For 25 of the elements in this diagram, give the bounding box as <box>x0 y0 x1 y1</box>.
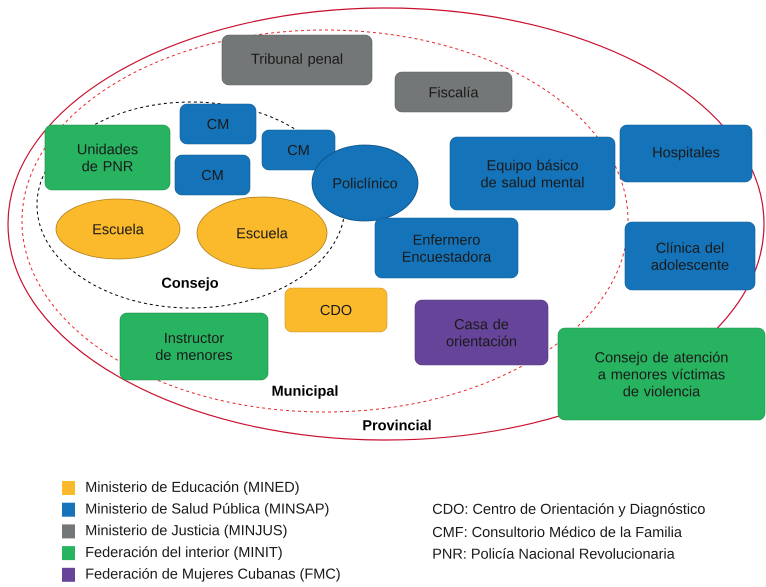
rounded-box: Casa de orientación <box>414 300 548 366</box>
abbreviation-note: CDO: Centro de Orientación y Diagnóstico <box>432 503 705 517</box>
oval-node: Policlínico <box>312 144 418 222</box>
rounded-box: CM <box>262 130 336 170</box>
legend-text: Federación de Mujeres Cubanas (FMC) <box>86 568 340 582</box>
abbreviation-note: CMF: Consultorio Médico de la Familia <box>432 526 682 538</box>
abbreviation-note: PNR: Policía Nacional Revolucionaria <box>433 548 675 559</box>
rounded-box: Unidades de PNR <box>44 124 170 190</box>
oval-node: Escuela <box>56 198 180 260</box>
rounded-box: Clínica del adolescente <box>624 222 756 290</box>
legend-text: Federación del interior (MINIT) <box>86 546 282 560</box>
rounded-box: CM <box>180 104 256 144</box>
legend-text: Ministerio de Salud Pública (MINSAP) <box>86 502 328 517</box>
rounded-box: Tribunal penal <box>222 34 372 86</box>
rounded-box: CDO <box>284 288 388 332</box>
rounded-box: Consejo de atención a menores víctimas de violencia <box>558 328 766 420</box>
rounded-box: Fiscalía <box>394 72 512 112</box>
rounded-box: Enfermero Encuestadora <box>374 218 518 278</box>
rounded-box: Instructor de menores <box>120 312 268 380</box>
rounded-box: Equipo básico de salud mental <box>450 136 616 210</box>
rounded-box: CM <box>174 154 250 196</box>
rounded-box: Hospitales <box>620 124 752 182</box>
legend-text: Ministerio de Educación (MINED) <box>86 481 299 495</box>
oval-node: Escuela <box>196 196 328 270</box>
legend-text: Ministerio de Justicia (MINJUS) <box>86 524 286 538</box>
